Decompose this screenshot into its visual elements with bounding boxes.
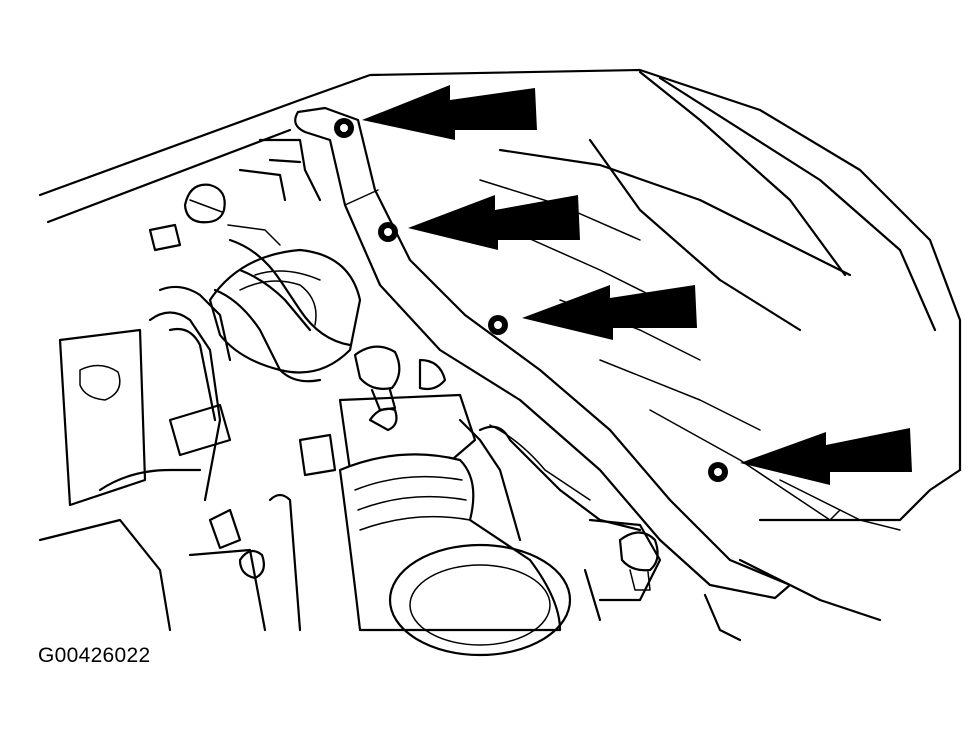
cowl-panel	[703, 468, 962, 642]
air-intake-assembly	[208, 248, 572, 657]
arrow-2-icon	[408, 195, 580, 250]
arrow-3-icon	[522, 285, 697, 340]
hood-outline	[38, 68, 962, 531]
arrow-1-icon	[362, 85, 537, 140]
arrow-4-icon	[740, 428, 912, 485]
callout-arrows	[362, 85, 912, 485]
brake-lines	[98, 418, 662, 632]
figure-id-label: G00426022	[38, 644, 151, 667]
fastener-group	[334, 118, 728, 482]
hood-seal-strip	[294, 106, 792, 600]
engine-components	[38, 138, 352, 632]
